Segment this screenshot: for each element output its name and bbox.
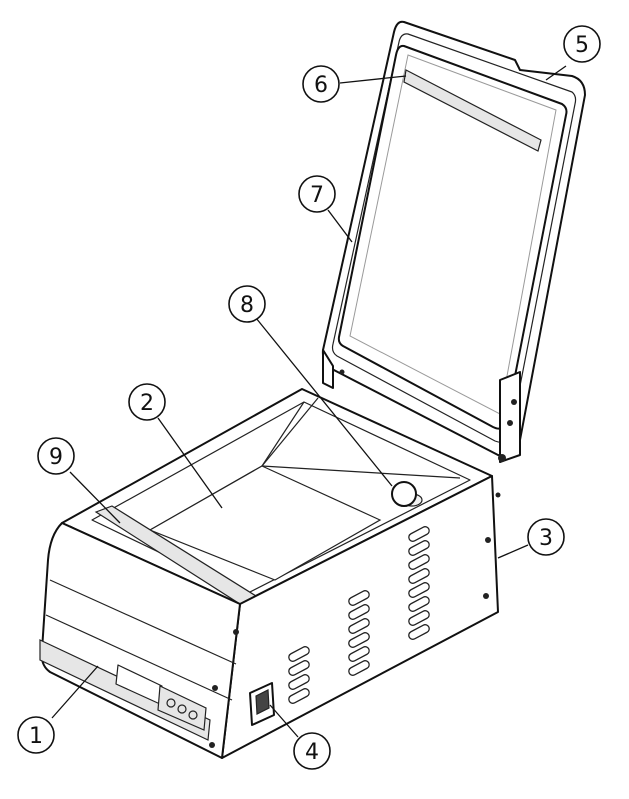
svg-text:4: 4: [305, 740, 319, 765]
svg-text:1: 1: [29, 724, 43, 749]
lid: [323, 22, 585, 462]
svg-text:3: 3: [539, 526, 553, 551]
callout-4: 4: [294, 733, 330, 769]
svg-text:5: 5: [575, 33, 589, 58]
callout-7: 7: [299, 176, 335, 212]
svg-text:6: 6: [314, 73, 328, 98]
svg-text:7: 7: [310, 183, 324, 208]
svg-text:8: 8: [240, 293, 254, 318]
callout-2: 2: [129, 384, 165, 420]
callout-8: 8: [229, 286, 265, 322]
svg-text:9: 9: [49, 445, 63, 470]
callout-9: 9: [38, 438, 74, 474]
callout-3: 3: [528, 519, 564, 555]
callout-6: 6: [303, 66, 339, 102]
svg-text:2: 2: [140, 391, 154, 416]
callout-5: 5: [564, 26, 600, 62]
callout-1: 1: [18, 717, 54, 753]
body: [40, 389, 501, 758]
